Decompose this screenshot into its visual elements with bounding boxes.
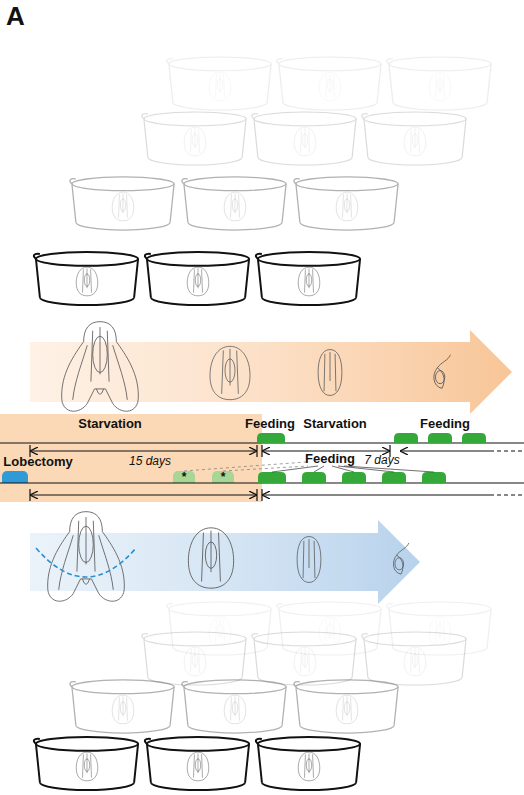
beaker	[277, 602, 381, 655]
beaker-row	[142, 112, 466, 165]
beaker	[362, 632, 466, 685]
beaker	[167, 602, 271, 655]
beaker	[387, 57, 491, 110]
beaker	[294, 680, 398, 733]
ctenophore	[62, 322, 139, 412]
tick	[389, 445, 390, 457]
beaker	[252, 632, 356, 685]
duration-arrow	[30, 494, 257, 495]
beaker	[252, 112, 356, 165]
duration-arrow	[400, 450, 490, 451]
ctenophore-series	[48, 512, 409, 602]
beaker-row	[34, 737, 360, 790]
beaker	[145, 252, 249, 305]
tick	[261, 445, 262, 457]
beaker	[34, 252, 138, 305]
beaker	[387, 602, 491, 655]
feeding-bump	[394, 433, 418, 443]
phase-label: Starvation	[78, 417, 142, 431]
beaker-row	[142, 632, 466, 685]
phase-label: Feeding	[420, 417, 470, 431]
duration-arrow	[262, 450, 390, 451]
beaker	[362, 112, 466, 165]
beaker-row	[167, 57, 491, 110]
tick	[29, 445, 30, 457]
lobectomy-marker: Lobectomy	[2, 471, 28, 483]
feeding-bumps	[257, 433, 486, 483]
timeline-line	[0, 482, 524, 483]
beaker	[167, 57, 271, 110]
beaker-row	[34, 252, 360, 305]
beaker	[142, 632, 246, 685]
feeding-marker: *	[173, 471, 195, 483]
tick	[256, 489, 257, 501]
beaker	[277, 57, 381, 110]
ctenophore	[434, 355, 451, 389]
timeline	[0, 443, 524, 501]
leader-line	[272, 466, 318, 472]
tick	[256, 445, 257, 457]
beaker	[294, 177, 398, 230]
feeding-bump	[422, 472, 446, 483]
procedure-label: Lobectomy	[3, 455, 72, 469]
beaker-row	[70, 680, 398, 733]
phase-label: Feeding	[305, 452, 355, 466]
feeding-bump	[428, 433, 452, 443]
ctenophore	[393, 543, 408, 574]
continuation	[490, 450, 522, 451]
beaker-row	[70, 177, 398, 230]
significance-mark: *	[221, 471, 226, 484]
significance-mark: *	[182, 471, 187, 484]
beaker	[182, 177, 286, 230]
leader-line	[314, 466, 324, 472]
beaker	[145, 737, 249, 790]
feeding-bump	[257, 433, 285, 443]
ctenophore-series	[62, 322, 451, 412]
feeding-marker: *	[212, 471, 234, 483]
beaker	[70, 177, 174, 230]
beaker	[34, 737, 138, 790]
beaker	[256, 252, 360, 305]
leader-line	[332, 466, 354, 472]
ctenophore	[297, 537, 321, 583]
starvation-band: Starvation15 daysLobectomy**	[0, 414, 262, 502]
phase-label: Starvation	[303, 417, 367, 431]
feeding-bump	[342, 472, 366, 483]
feeding-bump	[382, 472, 406, 483]
cut-line	[36, 548, 136, 577]
feeding-bump	[302, 472, 326, 483]
beaker	[182, 680, 286, 733]
leader-line	[344, 466, 434, 472]
feeding-bump	[258, 472, 286, 483]
feeding-bump	[462, 433, 486, 443]
ctenophore	[188, 528, 233, 588]
continuation	[490, 494, 522, 495]
duration-arrow	[262, 494, 490, 495]
timeline-line	[0, 442, 524, 443]
ctenophore	[210, 346, 250, 399]
panel-letter: A	[6, 2, 25, 31]
dashed-leader	[184, 462, 306, 471]
dashed-leader	[223, 466, 308, 471]
leader-lines	[184, 462, 434, 472]
duration-label: 7 days	[364, 454, 399, 467]
tick	[29, 489, 30, 501]
duration-arrow	[30, 450, 257, 451]
beaker	[70, 680, 174, 733]
beaker	[256, 737, 360, 790]
beaker-row	[167, 602, 491, 655]
ctenophore	[48, 512, 125, 602]
duration-label: 15 days	[129, 455, 171, 468]
beaker	[142, 112, 246, 165]
tick	[261, 489, 262, 501]
ctenophore	[318, 350, 342, 396]
leader-line	[338, 466, 394, 472]
